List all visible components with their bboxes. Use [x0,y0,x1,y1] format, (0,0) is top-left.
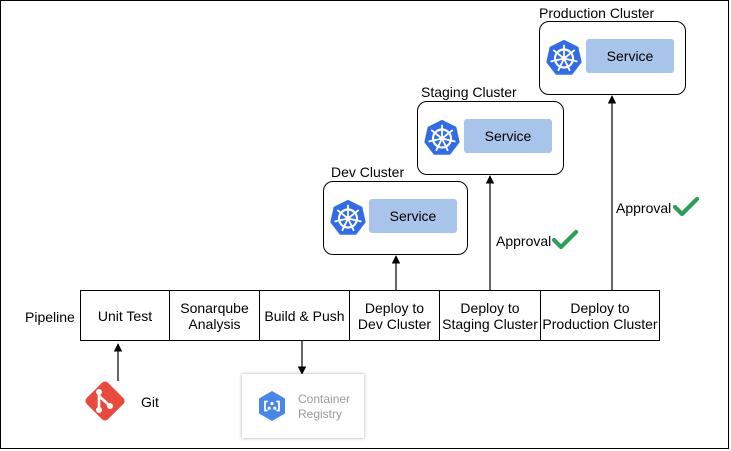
stage-label: Unit Test [97,307,153,324]
stage-label: Build & Push [264,307,345,324]
stage-unit-test: Unit Test [80,290,170,341]
production-approval-label: Approval [616,200,672,216]
git-icon [85,381,125,421]
kubernetes-icon [544,38,584,77]
pipeline-label: Pipeline [25,309,75,325]
container-registry-label: Container Registry [298,392,351,421]
production-cluster: Service [539,21,686,95]
production-service: Service [586,39,674,73]
staging-cluster: Service [417,101,564,175]
dev-cluster: Service [323,181,468,255]
stage-label: Deploy to Dev Cluster [357,299,432,332]
checkmark-icon [552,229,578,250]
git-label: Git [141,394,159,410]
stage-label: Deploy to Production Cluster [542,299,658,332]
dev-service: Service [369,199,457,233]
stage-deploy-dev: Deploy to Dev Cluster [350,290,440,341]
kubernetes-icon [422,118,462,157]
stage-label: Deploy to Staging Cluster [442,299,538,332]
staging-approval-label: Approval [496,233,552,249]
dev-cluster-title: Dev Cluster [331,164,405,180]
container-registry-card: Container Registry [242,374,364,438]
kubernetes-icon [328,198,368,237]
staging-service: Service [464,119,552,153]
stage-deploy-staging: Deploy to Staging Cluster [440,290,541,341]
staging-cluster-title: Staging Cluster [421,84,517,100]
container-registry-icon [259,391,285,421]
stage-label: Sonarqube Analysis [180,299,249,332]
stage-sonarqube-analysis: Sonarqube Analysis [170,290,260,341]
stage-deploy-production: Deploy to Production Cluster [541,290,660,341]
production-cluster-title: Production Cluster [539,5,655,21]
checkmark-icon [673,196,699,217]
stage-build-push: Build & Push [260,290,350,341]
